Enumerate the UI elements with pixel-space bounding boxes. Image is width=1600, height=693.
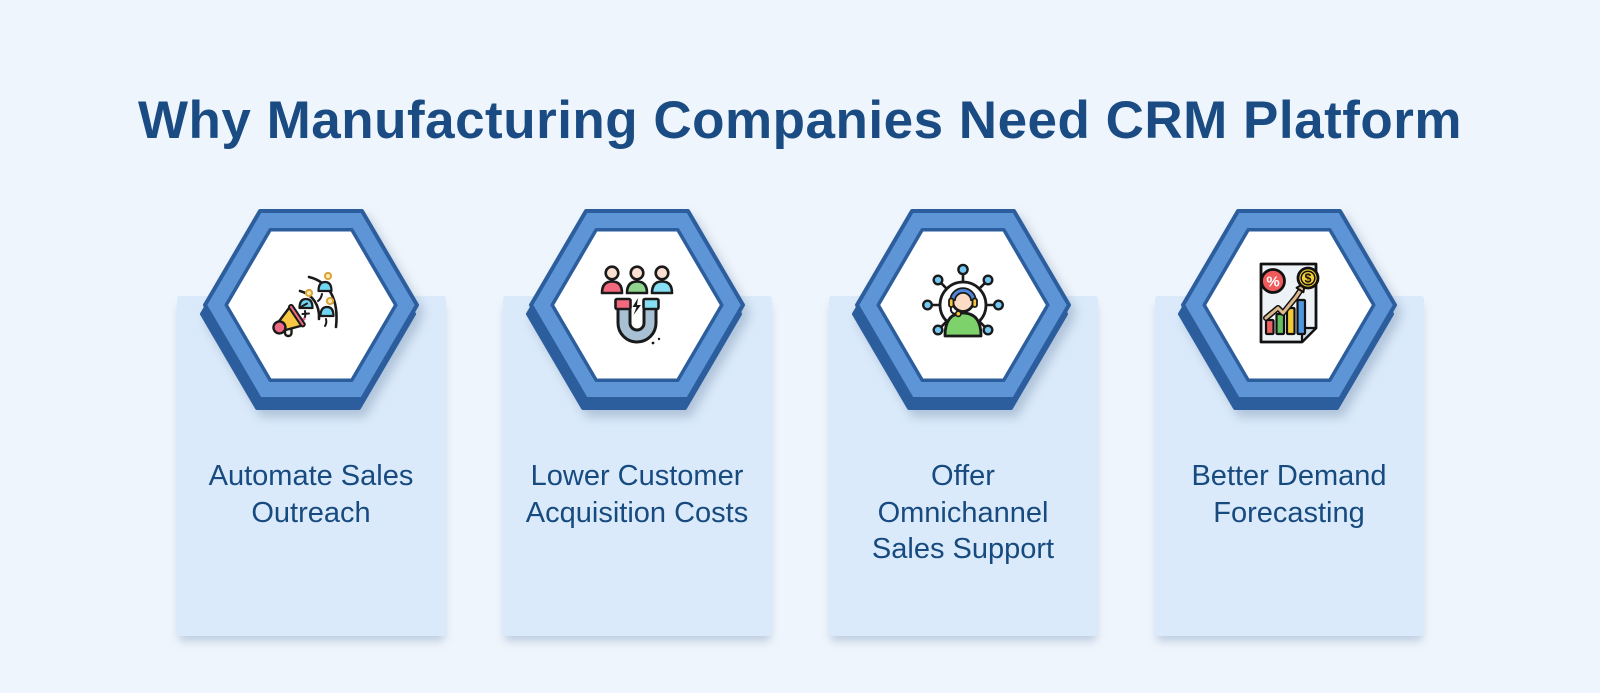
hexagon-badge: % $ [1178,206,1397,410]
percent-symbol: % [1266,274,1279,291]
dollar-symbol: $ [1305,272,1312,286]
card-label: Lower Customer Acquisition Costs [525,460,749,529]
hexagon-badge [526,206,745,410]
hexagon-badge [200,206,419,410]
hexagon-badge [852,206,1071,410]
card-lower-customer-acquisition-costs: Lower Customer Acquisition Costs [502,209,772,636]
card-label: Offer Omnichannel Sales Support [871,460,1055,565]
card-label: Automate Sales Outreach [208,460,414,529]
page-title: Why Manufacturing Companies Need CRM Pla… [137,90,1463,150]
card-label: Better Demand Forecasting [1191,460,1387,529]
omnichannel-headset-network-icon [921,263,1004,338]
card-automate-sales-outreach: Automate Sales Outreach [176,209,446,636]
megaphone-outreach-icon [272,271,338,338]
cards-row: Automate Sales Outreach [0,209,1600,636]
card-better-demand-forecasting: % $ Better Demand Forecasting [1154,209,1424,636]
forecast-chart-document-icon: % $ [1259,262,1320,344]
card-offer-omnichannel-sales-support: Offer Omnichannel Sales Support [828,209,1098,636]
magnet-attract-customers-icon [600,265,674,345]
